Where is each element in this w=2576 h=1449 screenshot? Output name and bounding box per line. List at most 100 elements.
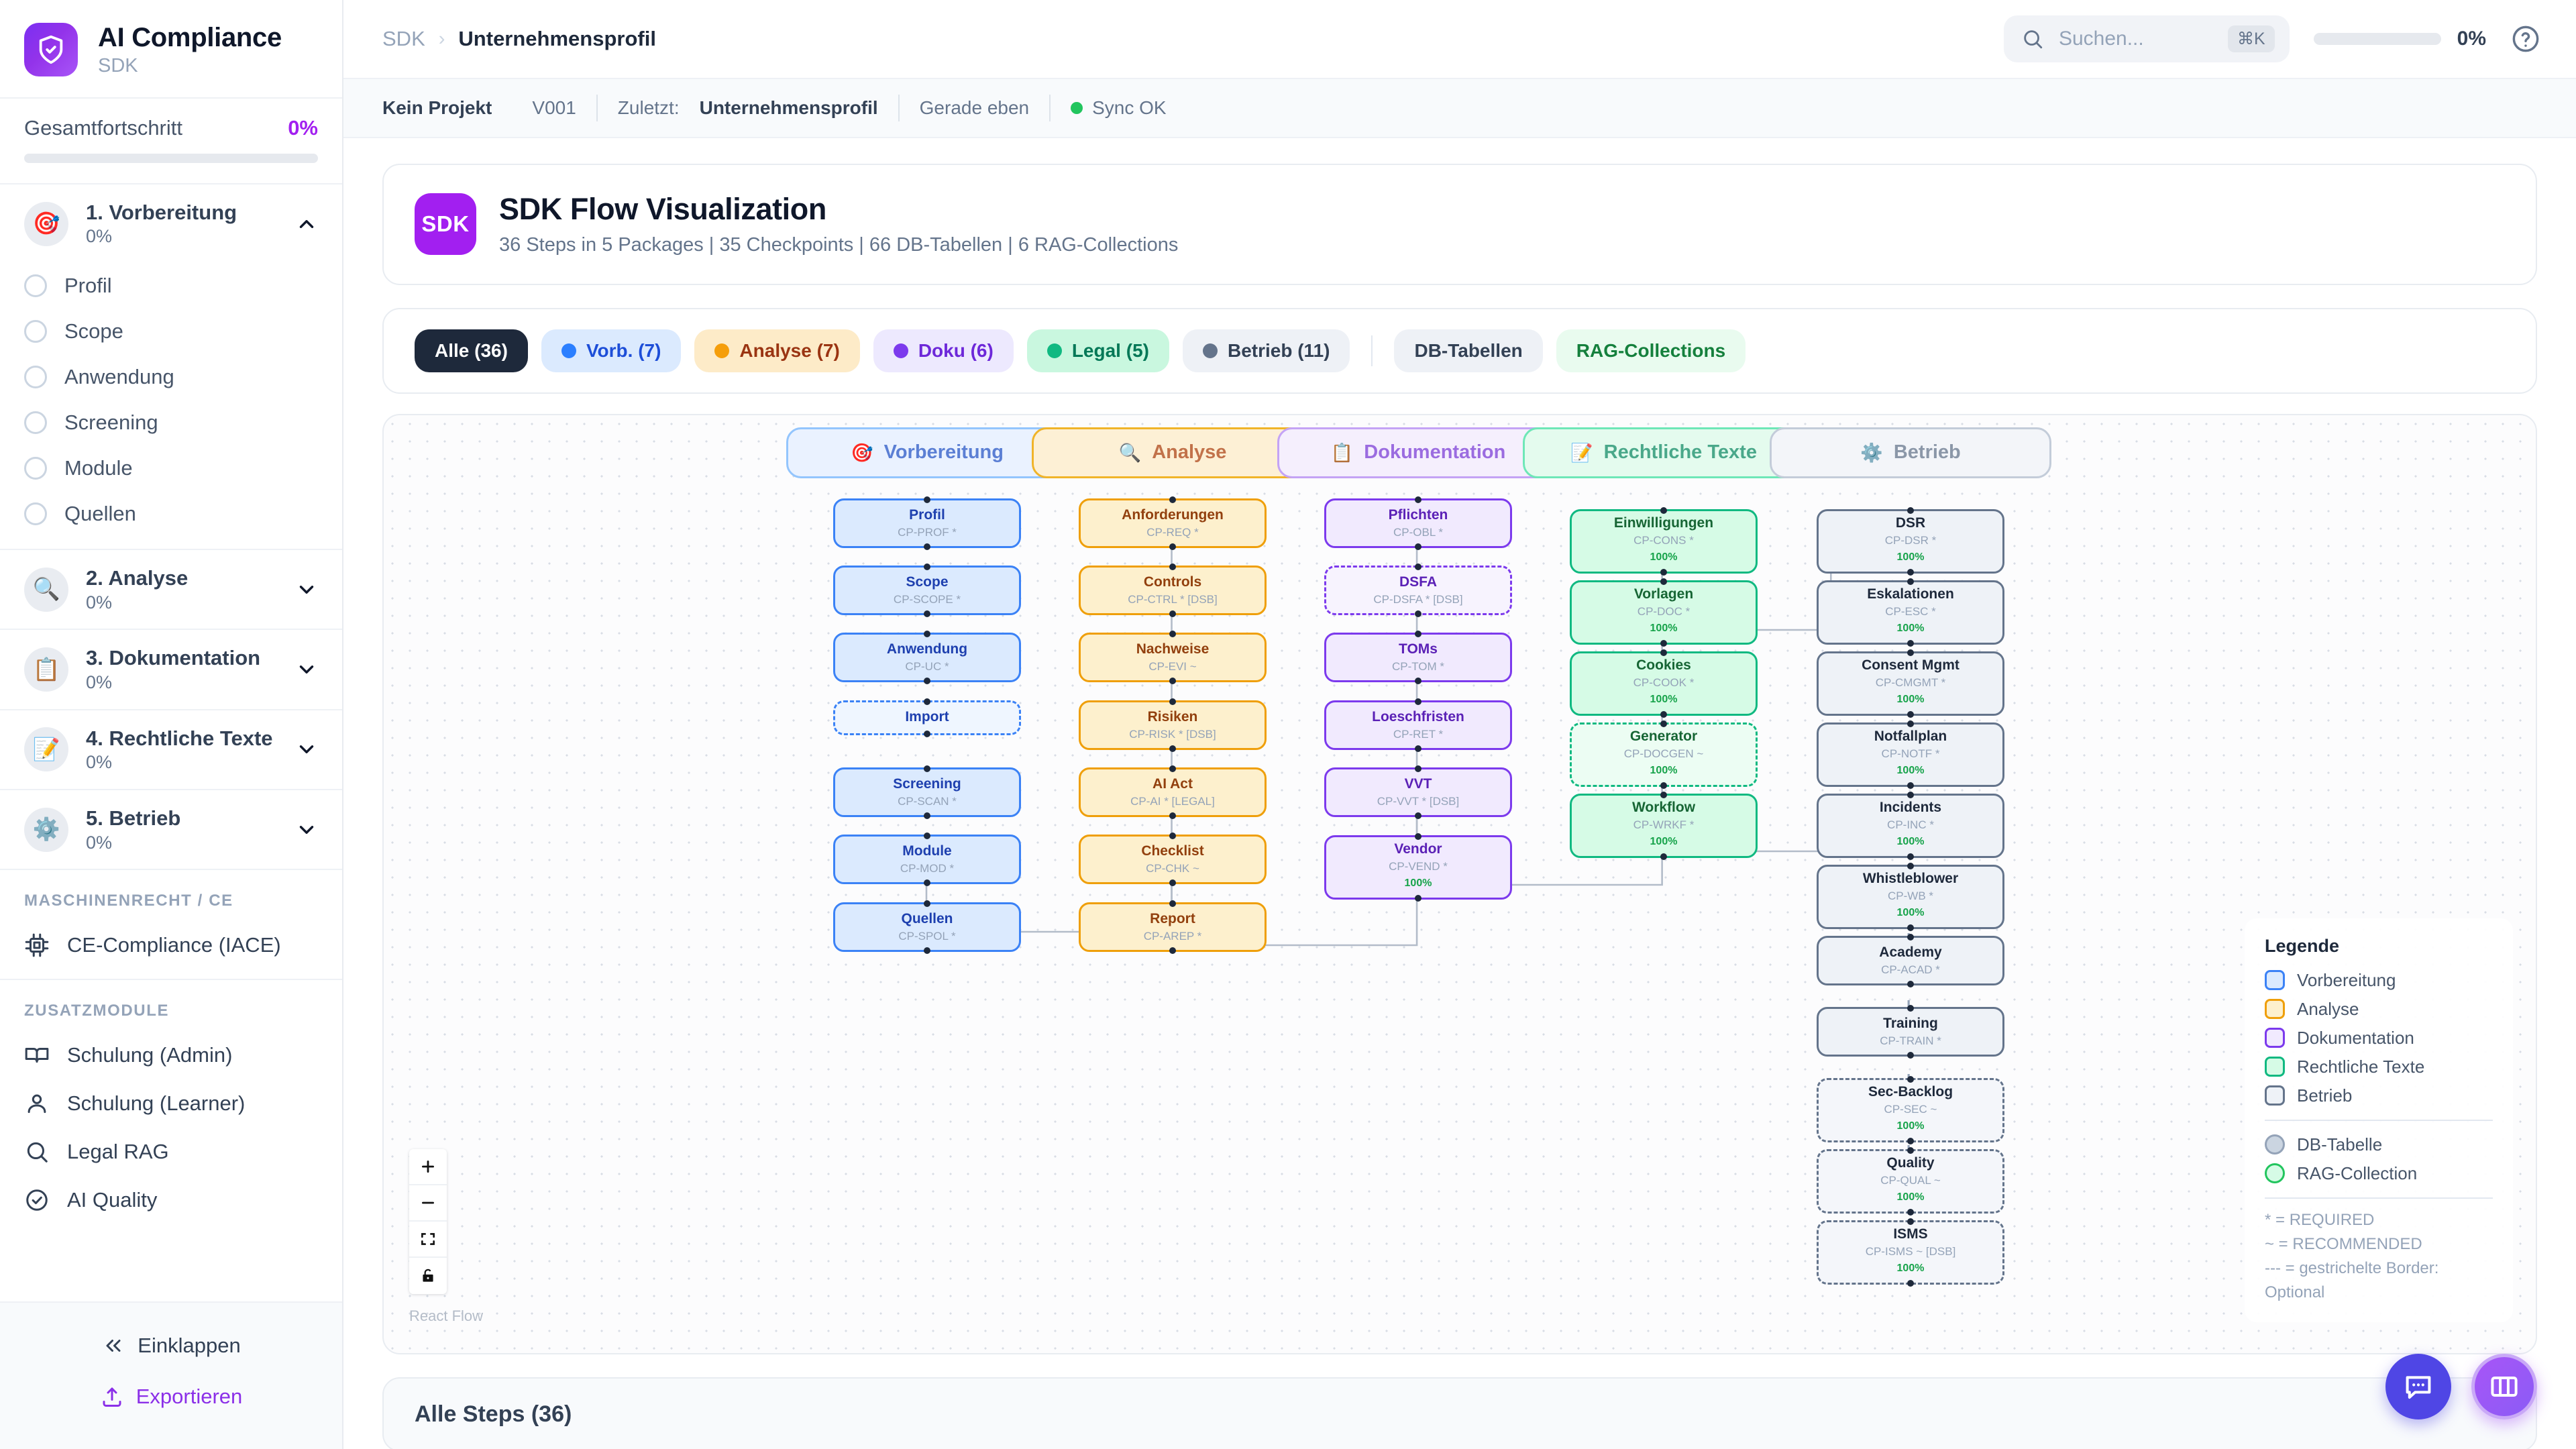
zoom-out-button[interactable] <box>409 1185 447 1222</box>
sidebar-item-quellen[interactable]: Quellen <box>0 491 342 537</box>
collapse-sidebar-button[interactable]: Einklappen <box>0 1320 342 1371</box>
filter-chip-alle[interactable]: Alle (36) <box>415 329 528 372</box>
flow-node-quellen[interactable]: Quellen CP-SPOL * <box>833 900 1021 954</box>
memo-pencil-icon: 📝 <box>1570 442 1593 463</box>
flow-node-code: CP-RISK * [DSB] <box>1129 727 1216 741</box>
flow-node-whistleblower[interactable]: Whistleblower CP-WB * 100% <box>1817 862 2004 931</box>
flow-node-anforderungen[interactable]: Anforderungen CP-REQ * <box>1079 496 1267 550</box>
flow-node-notfallplan[interactable]: Notfallplan CP-NOTF * 100% <box>1817 720 2004 789</box>
filter-chip-analyse[interactable]: Analyse (7) <box>694 329 860 372</box>
flow-node-nachweise[interactable]: Nachweise CP-EVI ~ <box>1079 630 1267 684</box>
handle-icon <box>1169 947 1176 954</box>
flow-node-vendor[interactable]: Vendor CP-VEND * 100% <box>1324 833 1512 902</box>
flow-node-training[interactable]: Training CP-TRAIN * <box>1817 1004 2004 1059</box>
sidebar-item-scope[interactable]: Scope <box>0 309 342 354</box>
flow-node-module[interactable]: Module CP-MOD * <box>833 832 1021 886</box>
flow-node-title: Loeschfristen <box>1372 708 1464 724</box>
flow-node-quality[interactable]: Quality CP-QUAL ~ 100% <box>1817 1146 2004 1216</box>
radio-icon[interactable] <box>24 274 47 298</box>
filter-chip-vorbereitung[interactable]: Vorb. (7) <box>541 329 682 372</box>
flow-node-vvt[interactable]: VVT CP-VVT * [DSB] <box>1324 765 1512 819</box>
sidebar-item-screening[interactable]: Screening <box>0 400 342 445</box>
flow-node-import[interactable]: Import <box>833 698 1021 737</box>
flow-node-code: CP-SCOPE * <box>893 592 961 606</box>
zoom-in-button[interactable] <box>409 1149 447 1185</box>
flow-node-toms[interactable]: TOMs CP-TOM * <box>1324 630 1512 684</box>
handle-icon <box>1415 630 1421 637</box>
search-input[interactable]: Suchen... ⌘K <box>2003 15 2290 62</box>
filter-chip-legal[interactable]: Legal (5) <box>1026 329 1169 372</box>
flow-node-incidents[interactable]: Incidents CP-INC * 100% <box>1817 791 2004 860</box>
dot-icon <box>714 343 730 358</box>
radio-icon[interactable] <box>24 366 47 389</box>
sidebar-item-legal-rag[interactable]: Legal RAG <box>0 1128 342 1176</box>
export-button[interactable]: Exportieren <box>0 1371 342 1422</box>
flow-node-workflow[interactable]: Workflow CP-WRKF * 100% <box>1570 791 1758 860</box>
breadcrumb-root[interactable]: SDK <box>382 27 425 50</box>
sidebar-section-dokumentation: 📋 3. Dokumentation 0% <box>0 630 342 710</box>
flow-node-einwilligungen[interactable]: Einwilligungen CP-CONS * 100% <box>1570 506 1758 576</box>
radio-icon[interactable] <box>24 502 47 526</box>
flow-node-code: CP-OBL * <box>1393 525 1443 539</box>
sidebar-brand[interactable]: AI Compliance SDK <box>0 0 342 99</box>
sidebar-item-ai-quality[interactable]: AI Quality <box>0 1176 342 1224</box>
flow-node-cookies[interactable]: Cookies CP-COOK * 100% <box>1570 649 1758 718</box>
react-flow-attribution[interactable]: React Flow <box>409 1307 484 1324</box>
flow-node-scope[interactable]: Scope CP-SCOPE * <box>833 563 1021 617</box>
sidebar-item-ce-compliance[interactable]: CE-Compliance (IACE) <box>0 921 342 969</box>
flow-node-anwendung[interactable]: Anwendung CP-UC * <box>833 630 1021 684</box>
flow-node-screening[interactable]: Screening CP-SCAN * <box>833 765 1021 819</box>
sidebar-section-header-dokumentation[interactable]: 📋 3. Dokumentation 0% <box>0 630 342 708</box>
help-circle-icon[interactable] <box>2510 23 2541 54</box>
radio-icon[interactable] <box>24 320 47 343</box>
sidebar-section-header-analyse[interactable]: 🔍 2. Analyse 0% <box>0 550 342 629</box>
flow-node-loeschfristen[interactable]: Loeschfristen CP-RET * <box>1324 698 1512 752</box>
flow-node-checklist[interactable]: Checklist CP-CHK ~ <box>1079 832 1267 886</box>
filter-chip-doku[interactable]: Doku (6) <box>873 329 1014 372</box>
flow-node-risiken[interactable]: Risiken CP-RISK * [DSB] <box>1079 698 1267 752</box>
flow-node-dsr[interactable]: DSR CP-DSR * 100% <box>1817 506 2004 576</box>
sidebar-item-schulung-learner[interactable]: Schulung (Learner) <box>0 1079 342 1128</box>
sidebar-section-header-vorbereitung[interactable]: 🎯 1. Vorbereitung 0% <box>0 184 342 263</box>
sidebar-item-anwendung[interactable]: Anwendung <box>0 354 342 400</box>
page-content: SDK SDK Flow Visualization 36 Steps in 5… <box>343 138 2576 1449</box>
lock-button[interactable] <box>409 1258 447 1294</box>
filter-chip-betrieb[interactable]: Betrieb (11) <box>1182 329 1350 372</box>
radio-icon[interactable] <box>24 457 47 480</box>
flow-node-title: Scope <box>906 574 949 590</box>
sidebar-section-header-rechtliche-texte[interactable]: 📝 4. Rechtliche Texte 0% <box>0 710 342 789</box>
panel-fab-button[interactable] <box>2471 1354 2537 1419</box>
chat-fab-button[interactable] <box>2385 1354 2451 1419</box>
flow-node-eskalationen[interactable]: Eskalationen CP-ESC * 100% <box>1817 578 2004 647</box>
handle-icon <box>1907 1075 1914 1083</box>
radio-icon[interactable] <box>24 411 47 435</box>
handle-icon <box>1169 812 1176 819</box>
flow-node-ai-act[interactable]: AI Act CP-AI * [LEGAL] <box>1079 765 1267 819</box>
filter-chip-db-tabellen[interactable]: DB-Tabellen <box>1394 329 1543 372</box>
flow-node-academy[interactable]: Academy CP-ACAD * <box>1817 933 2004 987</box>
filter-chip-rag-collections[interactable]: RAG-Collections <box>1556 329 1746 372</box>
sidebar-item-profil[interactable]: Profil <box>0 263 342 309</box>
sidebar-item-schulung-admin[interactable]: Schulung (Admin) <box>0 1031 342 1079</box>
fit-view-button[interactable] <box>409 1222 447 1258</box>
flow-node-sec-backlog[interactable]: Sec-Backlog CP-SEC ~ 100% <box>1817 1075 2004 1144</box>
sidebar-item-module[interactable]: Module <box>0 445 342 491</box>
sidebar-section-header-betrieb[interactable]: ⚙️ 5. Betrieb 0% <box>0 790 342 869</box>
flow-canvas[interactable]: 🎯 Vorbereitung 🔍 Analyse 📋 Dokumentation… <box>382 413 2537 1354</box>
flow-node-consent-mgmt[interactable]: Consent Mgmt CP-CMGMT * 100% <box>1817 649 2004 718</box>
flow-node-dsfa[interactable]: DSFA CP-DSFA * [DSB] <box>1324 563 1512 617</box>
flow-node-report[interactable]: Report CP-AREP * <box>1079 900 1267 954</box>
divider <box>2265 1119 2493 1121</box>
flow-node-pflichten[interactable]: Pflichten CP-OBL * <box>1324 496 1512 550</box>
flow-node-generator[interactable]: Generator CP-DOCGEN ~ 100% <box>1570 720 1758 789</box>
flow-node-controls[interactable]: Controls CP-CTRL * [DSB] <box>1079 563 1267 617</box>
sidebar-subitems-vorbereitung: Profil Scope Anwendung Screening <box>0 263 342 549</box>
filter-chip-label: Vorb. (7) <box>586 339 661 361</box>
legend-label: DB-Tabelle <box>2297 1134 2383 1155</box>
handle-icon <box>924 543 930 550</box>
flow-node-profil[interactable]: Profil CP-PROF * <box>833 496 1021 550</box>
flow-node-title: Consent Mgmt <box>1862 657 1960 674</box>
flow-node-isms[interactable]: ISMS CP-ISMS ~ [DSB] 100% <box>1817 1218 2004 1287</box>
flow-node-vorlagen[interactable]: Vorlagen CP-DOC * 100% <box>1570 578 1758 647</box>
handle-icon <box>1169 879 1176 886</box>
